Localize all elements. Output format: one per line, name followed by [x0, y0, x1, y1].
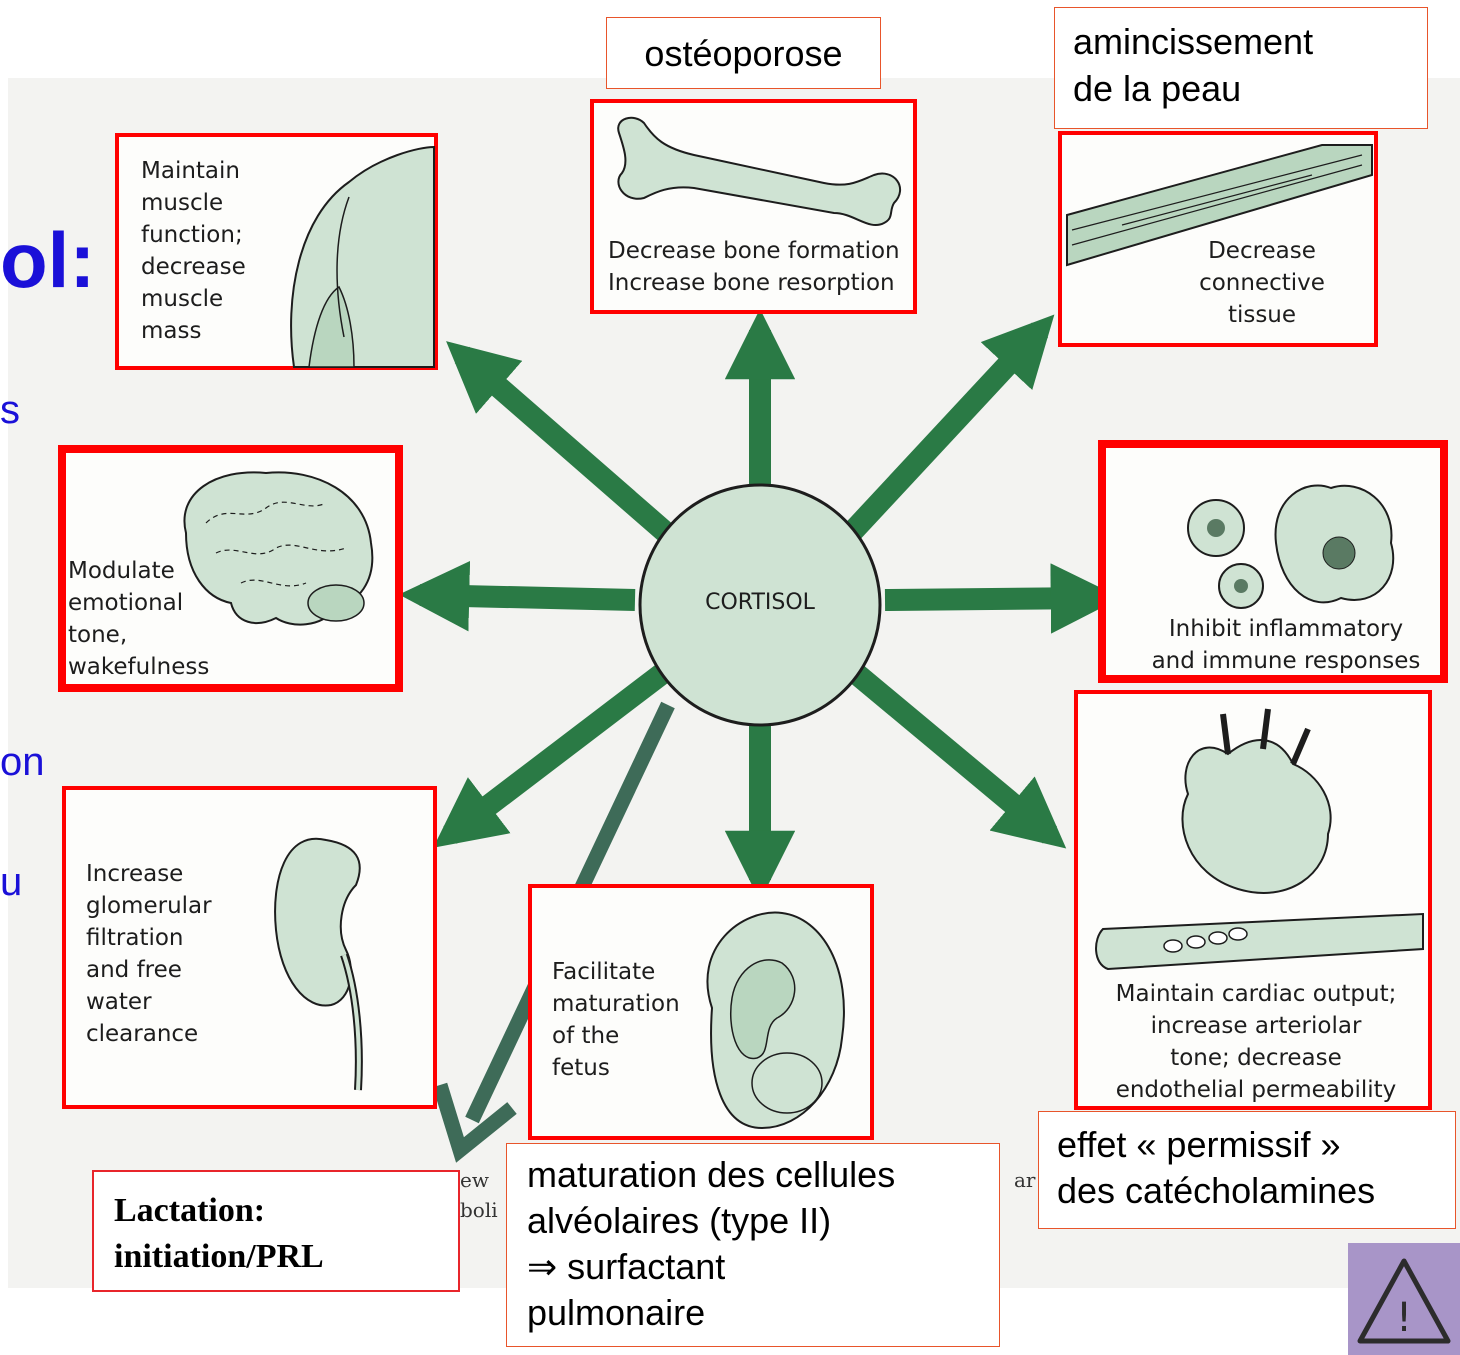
immune-text-1: Inhibit inflammatory — [1146, 613, 1426, 645]
panel-cardio: Maintain cardiac output; increase arteri… — [1074, 690, 1432, 1110]
panel-muscle: Maintain muscle function; decrease muscl… — [115, 133, 438, 370]
panel-immune: Inhibit inflammatory and immune response… — [1098, 440, 1448, 683]
callout-osteoporose: ostéoporose — [606, 17, 881, 89]
fetus-text-2: maturation — [552, 988, 680, 1020]
maturation-text-4: pulmonaire — [527, 1290, 999, 1336]
bone-text-1: Decrease bone formation — [608, 235, 900, 267]
connective-text-1: Decrease — [1182, 235, 1342, 267]
svg-text:!: ! — [1396, 1295, 1412, 1341]
permissif-text-1: effet « permissif » — [1057, 1122, 1455, 1168]
cardio-text-3: tone; decrease — [1086, 1042, 1426, 1074]
lactation-text-2: initiation/PRL — [114, 1234, 458, 1280]
arrow-to-connective — [840, 330, 1040, 545]
permissif-text-2: des catécholamines — [1057, 1168, 1455, 1214]
panel-connective: Decrease connective tissue — [1058, 131, 1378, 347]
maturation-text-1: maturation des cellules — [527, 1152, 999, 1198]
fetus-text-4: fetus — [552, 1052, 680, 1084]
arrow-to-immune — [885, 598, 1100, 600]
callout-permissif: effet « permissif » des catécholamines — [1038, 1111, 1456, 1229]
kidney-text-3: filtration — [86, 922, 212, 954]
immune-text-2: and immune responses — [1146, 645, 1426, 677]
fetus-text-1: Facilitate — [552, 956, 680, 988]
muscle-text-3: function; — [141, 219, 246, 251]
maturation-text-2: alvéolaires (type II) — [527, 1198, 999, 1244]
muscle-text-1: Maintain — [141, 155, 246, 187]
arrow-to-brain — [420, 595, 635, 600]
cardio-text-1: Maintain cardiac output; — [1086, 978, 1426, 1010]
maturation-text-3: ⇒ surfactant — [527, 1244, 999, 1290]
cardio-text-2: increase arteriolar — [1086, 1010, 1426, 1042]
amincissement-text-2: de la peau — [1073, 65, 1427, 112]
kidney-text-5: water — [86, 986, 212, 1018]
callout-maturation: maturation des cellules alvéolaires (typ… — [506, 1143, 1000, 1347]
connective-text-2: connective — [1182, 267, 1342, 299]
panel-fetus: Facilitate maturation of the fetus — [528, 884, 874, 1140]
brain-text-1: Modulate — [68, 555, 209, 587]
kidney-text-2: glomerular — [86, 890, 212, 922]
bone-text-2: Increase bone resorption — [608, 267, 900, 299]
panel-bone: Decrease bone formation Increase bone re… — [590, 99, 917, 314]
brain-text-2: emotional — [68, 587, 209, 619]
brain-text-3: tone, — [68, 619, 209, 651]
osteoporose-text: ostéoporose — [607, 36, 880, 72]
lactation-text-1: Lactation: — [114, 1188, 458, 1234]
kidney-text-1: Increase — [86, 858, 212, 890]
panel-kidney: Increase glomerular filtration and free … — [62, 786, 437, 1109]
connective-text-3: tissue — [1182, 299, 1342, 331]
amincissement-text-1: amincissement — [1073, 18, 1427, 65]
fetus-text-3: of the — [552, 1020, 680, 1052]
brain-text-4: wakefulness — [68, 651, 209, 683]
kidney-text-6: clearance — [86, 1018, 212, 1050]
arrow-to-cardio — [840, 660, 1050, 835]
muscle-text-2: muscle — [141, 187, 246, 219]
panel-brain: Modulate emotional tone, wakefulness — [58, 445, 403, 692]
muscle-text-4: decrease — [141, 251, 246, 283]
muscle-text-6: mass — [141, 315, 246, 347]
kidney-text-4: and free — [86, 954, 212, 986]
warning-icon[interactable]: ! — [1348, 1243, 1460, 1355]
cardio-text-4: endothelial permeability — [1086, 1074, 1426, 1106]
callout-amincissement: amincissement de la peau — [1054, 7, 1428, 129]
arrow-to-muscle — [462, 355, 680, 545]
callout-lactation: Lactation: initiation/PRL — [92, 1170, 460, 1292]
muscle-text-5: muscle — [141, 283, 246, 315]
center-label: CORTISOL — [690, 590, 830, 615]
